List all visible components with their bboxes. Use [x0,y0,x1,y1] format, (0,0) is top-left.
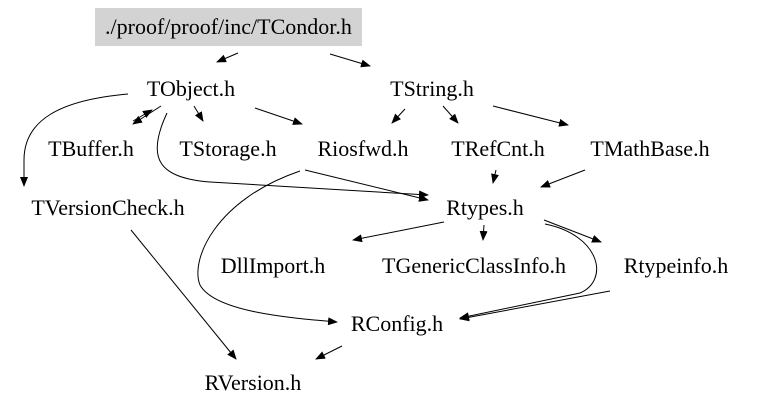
edge-tobject-to-tstorage [193,105,204,122]
node-rtypes[interactable]: Rtypes.h [446,195,524,220]
edge-tstring-to-tmathbase [492,105,569,127]
edge-tobject-to-riosfwd [254,107,303,125]
node-tbuffer[interactable]: TBuffer.h [48,136,134,161]
node-tobject[interactable]: TObject.h [146,76,236,101]
edge-tstring-to-riosfwd [391,108,406,124]
edge-root-to-tstring [329,53,371,68]
edge-rtypeinfo-to-rconfig [459,290,611,322]
node-rversion[interactable]: RVersion.h [204,370,302,395]
node-dllimport[interactable]: DllImport.h [220,253,326,278]
edge-riosfwd-to-rconfig [197,170,338,326]
node-rconfig[interactable]: RConfig.h [350,311,444,336]
edge-tobject-to-rtypes [156,112,429,199]
edge-tmathbase-to-rtypes [540,169,586,188]
node-trefcnt[interactable]: TRefCnt.h [451,136,545,161]
edge-tobject-to-tversion [20,93,129,187]
edge-tstring-to-trefcnt [442,105,459,124]
node-rtypeinfo[interactable]: Rtypeinfo.h [623,253,729,278]
edge-tobject-to-tbuffer [132,105,162,125]
node-riosfwd[interactable]: Riosfwd.h [317,136,409,161]
node-tstorage[interactable]: TStorage.h [179,136,277,161]
edge-rtypes-to-dllimport [352,221,445,243]
edge-tbuffer-to-tobject [132,109,153,122]
node-tversioncheck[interactable]: TVersionCheck.h [31,195,185,220]
node-root[interactable]: ./proof/proof/inc/TCondor.h [95,8,362,46]
edge-tversion-to-rversion [130,229,237,360]
edge-root-to-tobject [216,52,239,63]
node-tmathbase[interactable]: TMathBase.h [590,136,710,161]
edge-rtypes-to-tgeneric [479,224,488,241]
edge-riosfwd-to-rtypes [304,169,429,202]
edge-rtypes-to-rtypeinfo [543,219,602,243]
edge-rtypes-to-rconfig [459,223,597,321]
node-tgenericclassinfo[interactable]: TGenericClassInfo.h [382,253,566,278]
edge-rconfig-to-rversion [315,345,343,360]
edge-trefcnt-to-rtypes [491,169,499,184]
node-tstring[interactable]: TString.h [390,76,474,101]
